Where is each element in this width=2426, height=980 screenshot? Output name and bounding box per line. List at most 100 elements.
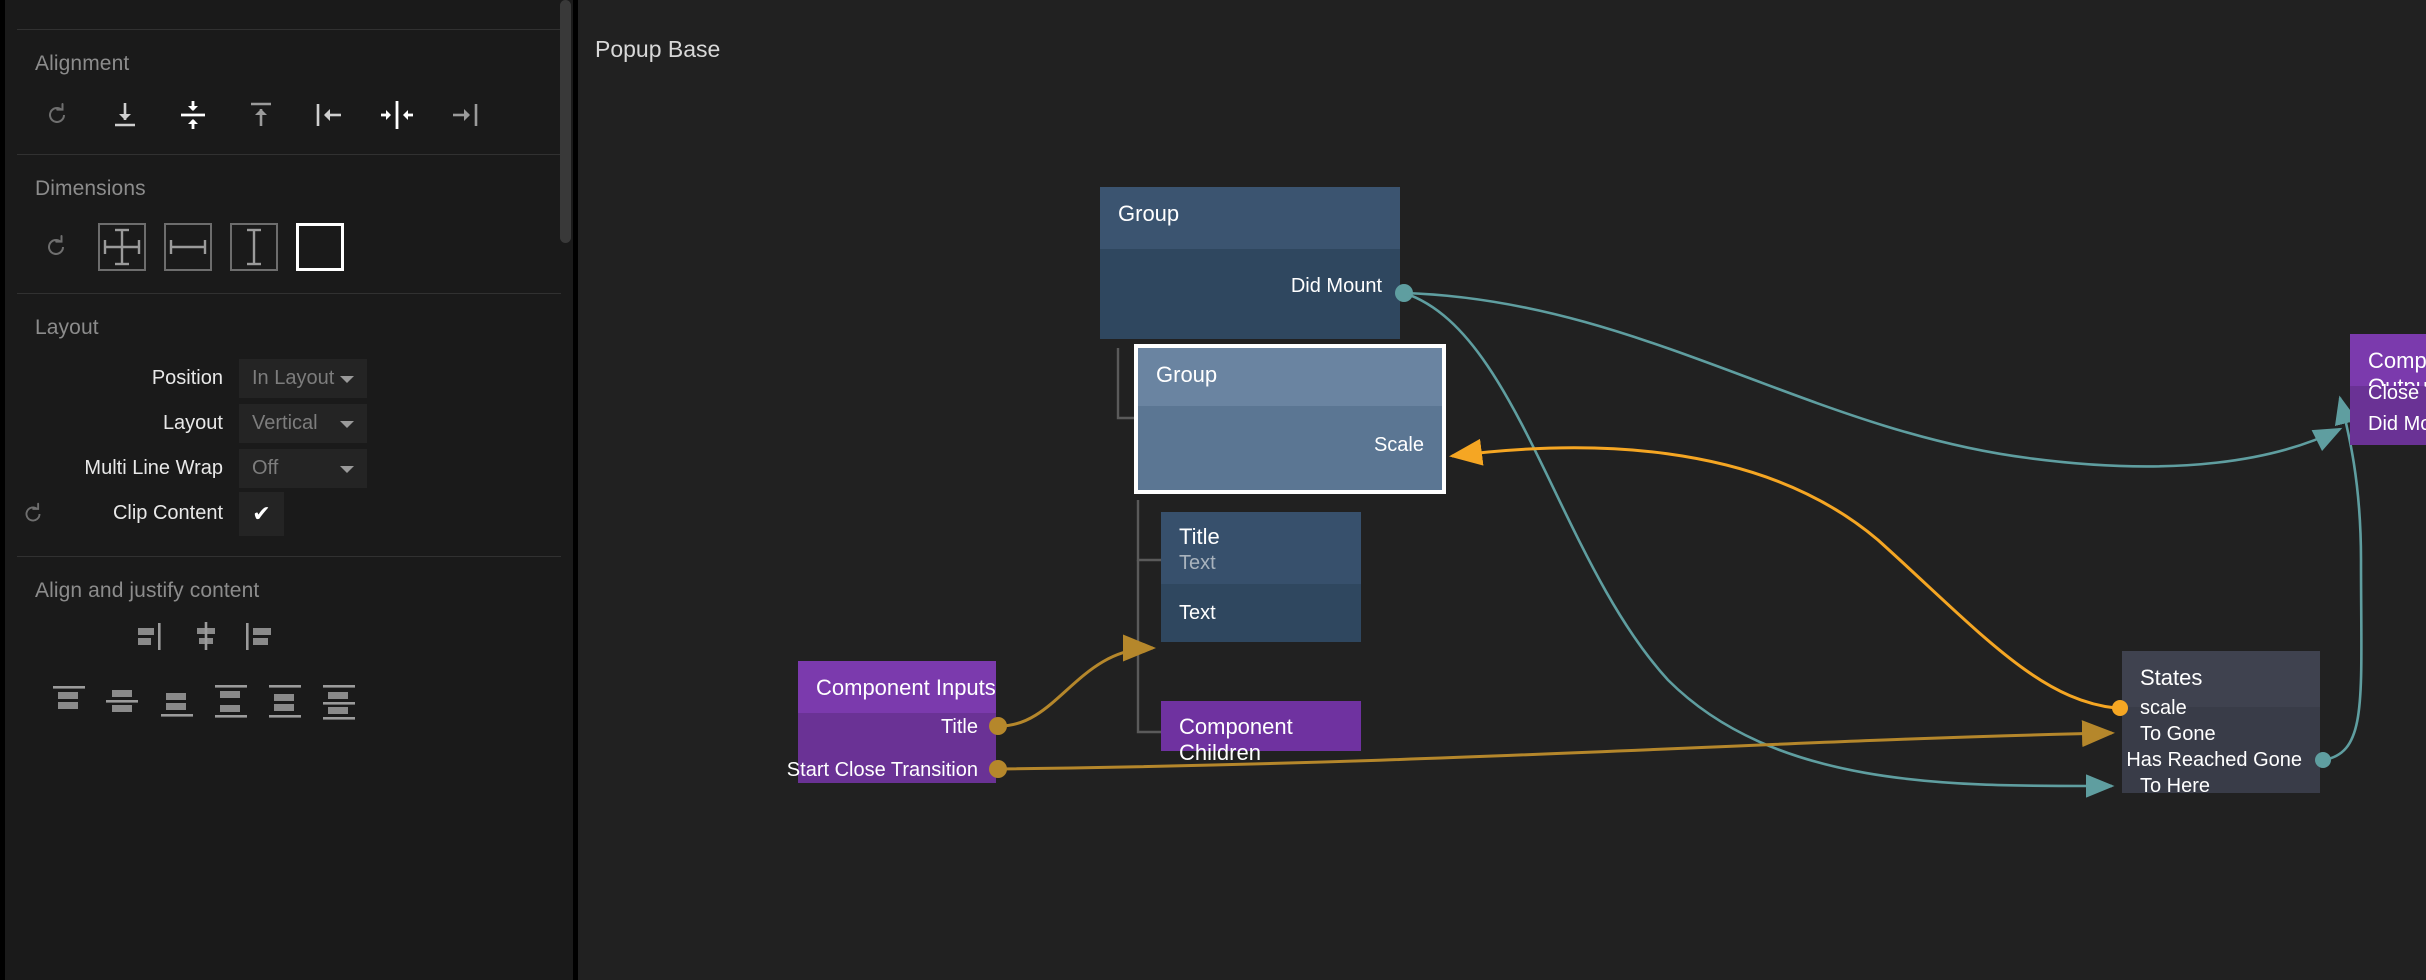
align-content-start-icon[interactable] — [43, 675, 97, 729]
size-width-icon[interactable] — [155, 201, 221, 293]
node-group-root[interactable]: Group Did Mount — [1100, 187, 1400, 339]
port-did-mount-in[interactable]: Did Mount — [2368, 413, 2426, 435]
multi-line-wrap-dropdown[interactable]: Off — [239, 449, 367, 488]
wire-did-mount-to-outputs — [1403, 291, 2343, 468]
justify-start-icon[interactable] — [125, 609, 179, 663]
node-header: Group — [1100, 187, 1400, 249]
section-title-align-justify: Align and justify content — [35, 579, 260, 602]
align-content-space-between-icon[interactable] — [205, 675, 259, 729]
wire-title-to-text — [999, 634, 1156, 728]
layout-value: Vertical — [252, 412, 318, 434]
align-vertical-center-icon[interactable] — [159, 85, 227, 145]
clip-content-checkbox[interactable]: ✔ — [239, 491, 284, 536]
align-content-row — [5, 669, 573, 735]
layout-properties: Position In Layout Layout Vertical Multi… — [5, 340, 573, 536]
node-component-outputs[interactable]: Component Outputs Close Transition Done … — [2350, 334, 2426, 445]
size-both-icon[interactable] — [89, 201, 155, 293]
node-body: Title Start Close Transition — [787, 713, 996, 783]
property-row-clip-content: Clip Content ✔ — [5, 491, 573, 536]
port-dot-did-mount[interactable] — [1390, 283, 1418, 311]
divider-alignment — [17, 154, 561, 155]
property-row-position: Position In Layout — [5, 356, 573, 401]
node-header: Component Outputs — [2350, 334, 2426, 399]
alignment-icon-row — [5, 76, 573, 154]
node-body: Did Mount — [1100, 249, 1400, 339]
chevron-down-icon — [340, 465, 354, 473]
canvas-title: Popup Base — [595, 36, 721, 62]
align-right-icon[interactable] — [431, 85, 499, 145]
port-to-gone[interactable]: To Gone — [2140, 723, 2216, 745]
port-dot-title[interactable] — [986, 716, 1010, 740]
connection-wires — [999, 291, 2363, 798]
wire-has-reached-gone-to-close-transition — [2323, 395, 2363, 762]
node-header: Component Children — [1179, 714, 1293, 765]
port-dot-has-reached-gone[interactable] — [2312, 752, 2334, 774]
node-header: Group — [1138, 348, 1442, 406]
node-body: Scale — [1138, 406, 1442, 490]
port-has-reached-gone[interactable]: Has Reached Gone — [2126, 749, 2302, 771]
property-label-position: Position — [151, 367, 223, 389]
port-close-transition-done[interactable]: Close Transition Done — [2368, 382, 2426, 404]
port-scale-in[interactable]: scale — [2140, 697, 2187, 719]
justify-center-icon[interactable] — [179, 609, 233, 663]
port-dot-scale[interactable] — [2109, 700, 2131, 722]
property-label-layout: Layout — [162, 412, 223, 434]
port-to-here[interactable]: To Here — [2140, 775, 2211, 797]
port-dot-start-close-transition[interactable] — [986, 759, 1010, 783]
port-start-close-transition[interactable]: Start Close Transition — [786, 759, 978, 781]
reset-clip-content-icon[interactable] — [19, 500, 47, 528]
justify-content-row — [5, 603, 573, 669]
section-layout: Layout Position In Layout Layout Vertica… — [5, 294, 573, 536]
size-fixed-icon[interactable] — [287, 201, 353, 293]
node-body: scale To Gone Has Reached Gone To Here — [2122, 697, 2320, 797]
node-graph-canvas[interactable]: Popup Base — [578, 0, 2426, 980]
node-subtitle: Text — [1179, 552, 1216, 574]
layout-dropdown[interactable]: Vertical — [239, 404, 367, 443]
size-height-icon[interactable] — [221, 201, 287, 293]
position-value: In Layout — [252, 367, 335, 389]
section-title-alignment: Alignment — [35, 52, 130, 75]
node-header: Component Inputs — [798, 661, 996, 713]
section-align-justify: Align and justify content — [5, 557, 573, 735]
node-title[interactable]: Title Text Text — [1161, 512, 1361, 642]
property-row-layout: Layout Vertical — [5, 401, 573, 446]
align-horizontal-center-icon[interactable] — [363, 85, 431, 145]
property-row-multi-line-wrap: Multi Line Wrap Off — [5, 446, 573, 491]
checkmark-icon: ✔ — [252, 500, 271, 526]
reset-alignment-icon[interactable] — [23, 85, 91, 145]
align-content-end-icon[interactable] — [151, 675, 205, 729]
align-left-icon[interactable] — [295, 85, 363, 145]
node-states[interactable]: States scale To Gone Has Reached Gone To… — [2122, 651, 2320, 797]
chevron-down-icon — [340, 420, 354, 428]
node-component-inputs[interactable]: Component Inputs Title Start Close Trans… — [787, 661, 996, 783]
port-scale[interactable]: Scale — [1373, 434, 1424, 456]
wire-scale-to-group-scale — [1449, 438, 2117, 710]
node-header-title: Title — [1179, 524, 1220, 549]
align-content-space-evenly-icon[interactable] — [313, 675, 367, 729]
node-body: Close Transition Done Did Mount — [2350, 382, 2426, 445]
inspector-panel: Alignment — [0, 0, 573, 980]
section-title-layout: Layout — [35, 316, 99, 339]
property-label-multi-line-wrap: Multi Line Wrap — [84, 457, 223, 479]
divider-dimensions — [17, 293, 561, 294]
align-bottom-icon[interactable] — [91, 85, 159, 145]
port-title[interactable]: Title — [940, 716, 978, 738]
port-did-mount[interactable]: Did Mount — [1290, 275, 1382, 297]
align-content-center-icon[interactable] — [97, 675, 151, 729]
wire-did-mount-to-here — [1403, 291, 2115, 798]
node-group-child[interactable]: Group Scale — [1134, 344, 1446, 494]
justify-end-icon[interactable] — [233, 609, 287, 663]
port-text[interactable]: Text — [1179, 602, 1216, 624]
position-dropdown[interactable]: In Layout — [239, 359, 367, 398]
align-content-space-around-icon[interactable] — [259, 675, 313, 729]
property-label-clip-content: Clip Content — [112, 502, 223, 524]
inspector-scrollbar[interactable] — [560, 0, 571, 243]
node-header-block: Title Text — [1161, 512, 1361, 584]
node-component-children[interactable]: Component Children — [1161, 701, 1361, 765]
multi-line-wrap-value: Off — [252, 457, 279, 479]
align-top-icon[interactable] — [227, 85, 295, 145]
chevron-down-icon — [340, 375, 354, 383]
section-alignment: Alignment — [5, 30, 573, 154]
reset-dimensions-icon[interactable] — [23, 201, 89, 293]
divider-layout — [17, 556, 561, 557]
